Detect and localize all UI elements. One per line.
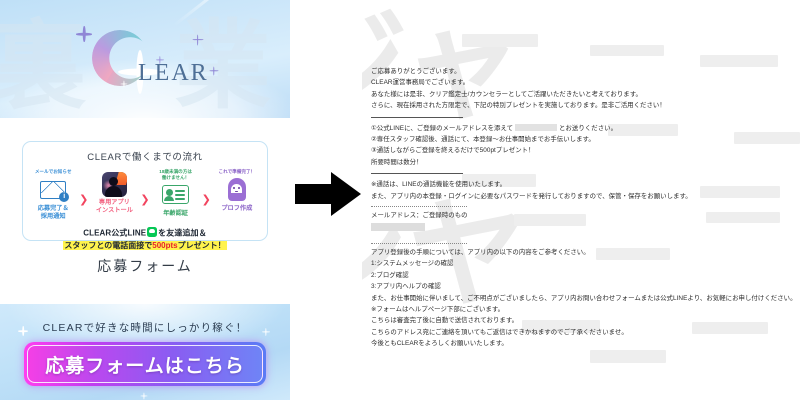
- apply-form-button[interactable]: 応募フォームはこちら: [24, 342, 266, 386]
- right-arrow-icon: [295, 172, 361, 216]
- email-line: ※通話は、LINEの通話機能を使用いたします。: [371, 181, 507, 189]
- app-install-icon: [100, 171, 128, 197]
- flow-note-2a: スタッフとの電話面接で: [64, 241, 153, 251]
- flow-note-points: 500pts: [152, 241, 178, 251]
- redaction-block-2: [590, 45, 664, 56]
- email-line: ②専任スタッフ確認後、通話にて、本登録～お仕事開始までお手伝いします。: [371, 136, 595, 144]
- envelope-icon: [39, 177, 70, 203]
- flow-note-line-2: スタッフとの電話面接で500ptsプレゼント！: [23, 240, 267, 251]
- email-line: また、お仕事開始に伴いまして、ご不明点がございましたら、アプリ内お問い合わせフォ…: [371, 294, 797, 302]
- email-address-label: メールアドレス：ご登録時のもの: [371, 212, 468, 220]
- divider-2: [371, 173, 463, 175]
- email-line: さらに、現在採用された方限定で、下記の特別プレゼントを実施しております。是非ご活…: [371, 102, 666, 110]
- form-heading: 応募フォーム: [97, 258, 193, 274]
- email-line: ※フォームはヘルプページ下部にございます。: [371, 305, 505, 313]
- flow-note-2b: プレゼント！: [177, 241, 226, 251]
- email-screenshot-panel: ジャ ンヤ ご応募ありがとうございます。 CLEAR運営事務局でございます。 あ…: [362, 0, 800, 400]
- crescent-moon-icon: [92, 30, 148, 86]
- flow-step-4-caption: これで準備完了！: [218, 169, 256, 174]
- hero-section: 裏 業 LEAR: [0, 0, 290, 118]
- clear-logo: LEAR: [0, 22, 290, 102]
- redaction-block-12: [692, 322, 768, 334]
- divider-4: [371, 242, 467, 244]
- watermark-right-1: ジャ: [362, 0, 522, 135]
- flow-step-1-label: 応募完了＆ 採用通知: [37, 204, 69, 220]
- email-line: あなた様には是非、クリア鑑定士/カウンセラーとしてご活躍いただきたいと考えており…: [371, 90, 642, 98]
- flow-note-line-1: CLEAR公式LINE を友達追加＆: [23, 226, 267, 239]
- email-line-pre: ①公式LINEに、ご登録のメールアドレスを添えて: [371, 124, 514, 132]
- cta-lead-text: CLEARで好きな時間にしっかり稼ぐ！: [42, 322, 248, 334]
- flow-steps: メールでお知らせ 応募完了＆ 採用通知 ❯ 専用アプリ インストール ❯: [23, 169, 267, 221]
- redacted-address-value: [371, 223, 425, 232]
- email-line: アプリ登録後の手順については、アプリ内の以下の内容をご参考ください。: [371, 248, 590, 256]
- redaction-block-9: [706, 212, 780, 223]
- flow-card-title: CLEARで働くまでの流れ: [87, 152, 203, 163]
- flow-step-4: これで準備完了！ プロフ作成: [213, 169, 261, 213]
- email-line-post: とお送りください。: [559, 124, 618, 132]
- flow-step-3-caption: 18歳未満の方は 働けません！: [159, 169, 192, 180]
- email-line: こちらのアドレス宛にご連絡を頂いてもご返信はできかねますのでご了承くださいませ。: [371, 328, 628, 336]
- line-app-icon: [147, 226, 158, 237]
- chevron-right-icon-1: ❯: [79, 193, 89, 206]
- flow-card: CLEARで働くまでの流れ メールでお知らせ 応募完了＆ 採用通知 ❯ 専用アプ…: [22, 141, 268, 251]
- sparkle-icon-5: [120, 80, 127, 87]
- sparkle-icon-4: [209, 66, 218, 75]
- avatar-icon: [223, 177, 251, 203]
- email-line: 所要時間は数分！: [371, 158, 423, 166]
- cta-banner: CLEARで好きな時間にしっかり稼ぐ！ 応募フォームはこちら: [0, 304, 290, 400]
- watermark-right-2: ンヤ: [362, 186, 528, 325]
- flow-note-1b: を友達追加＆: [158, 228, 207, 238]
- flow-step-2-label: 専用アプリ インストール: [95, 199, 133, 215]
- redaction-block-5: [734, 132, 800, 144]
- email-line: また、アプリ内の本登録・ログインに必要なパスワードを発行しておりますので、保管・…: [371, 192, 692, 200]
- cta-sparkle-icon-3: [140, 392, 147, 399]
- apply-form-button-label: 応募フォームはこちら: [45, 355, 245, 377]
- redaction-block-8: [514, 214, 586, 226]
- email-line: 3:アプリ内ヘルプの確認: [371, 283, 441, 291]
- watermark-char-1: 裏: [0, 10, 86, 118]
- email-line: ご応募ありがとうございます。: [371, 68, 461, 75]
- logo-wordmark: LEAR: [138, 60, 209, 86]
- email-line: 今後ともCLEARをよろしくお願いいたします。: [371, 340, 508, 348]
- email-line-with-redaction: ①公式LINEに、ご登録のメールアドレスを添えて とお送りください。: [371, 123, 795, 134]
- redaction-block-3: [700, 55, 778, 67]
- redaction-block-6: [462, 174, 536, 187]
- flow-step-3-label: 年齢認証: [163, 210, 188, 218]
- flow-step-1: メールでお知らせ 応募完了＆ 採用通知: [29, 169, 77, 221]
- flow-step-3: 18歳未満の方は 働けません！ 年齢認証: [152, 169, 200, 219]
- redaction-block-11: [522, 320, 600, 333]
- id-card-icon: [161, 182, 190, 208]
- flow-step-1-caption: メールでお知らせ: [34, 169, 72, 174]
- redaction-block-10: [596, 248, 670, 260]
- redaction-block-1: [462, 34, 538, 47]
- email-line: こちらは審査完了後に自動で送信されております。: [371, 317, 519, 325]
- flow-step-4-label: プロフ作成: [221, 204, 253, 212]
- divider-1: [371, 116, 463, 118]
- sparkle-icon-1: [76, 26, 92, 42]
- redaction-block-4: [608, 124, 678, 136]
- flow-section: 専 副 CLEARで働くまでの流れ メールでお知らせ 応募完了＆ 採用通知 ❯: [0, 118, 290, 304]
- chevron-right-icon-2: ❯: [140, 193, 150, 206]
- left-promo-panel: 裏 業 LEAR 専 副 CLEARで働くまでの流れ: [0, 0, 290, 400]
- email-line: ③通話しながらご登録を終えるだけで500ptプレゼント！: [371, 147, 535, 155]
- redaction-block-7: [700, 186, 780, 198]
- email-body: ご応募ありがとうございます。 CLEAR運営事務局でございます。 あなた様には是…: [371, 66, 797, 350]
- sparkle-icon-2: [192, 34, 203, 45]
- flow-step-2: 専用アプリ インストール: [90, 169, 138, 215]
- divider-3: [371, 206, 467, 208]
- flow-note-1a: CLEAR公式LINE: [83, 228, 147, 238]
- email-line: 1:システムメッセージの確認: [371, 260, 454, 268]
- flow-note-highlight: スタッフとの電話面接で500ptsプレゼント！: [63, 241, 227, 251]
- email-line: 2:ブログ確認: [371, 271, 409, 279]
- redacted-email-value: [515, 123, 558, 131]
- redaction-block-13: [590, 350, 666, 363]
- email-line: CLEAR運営事務局でございます。: [371, 79, 470, 87]
- chevron-right-icon-3: ❯: [201, 193, 211, 206]
- watermark-char-2: 業: [175, 10, 271, 118]
